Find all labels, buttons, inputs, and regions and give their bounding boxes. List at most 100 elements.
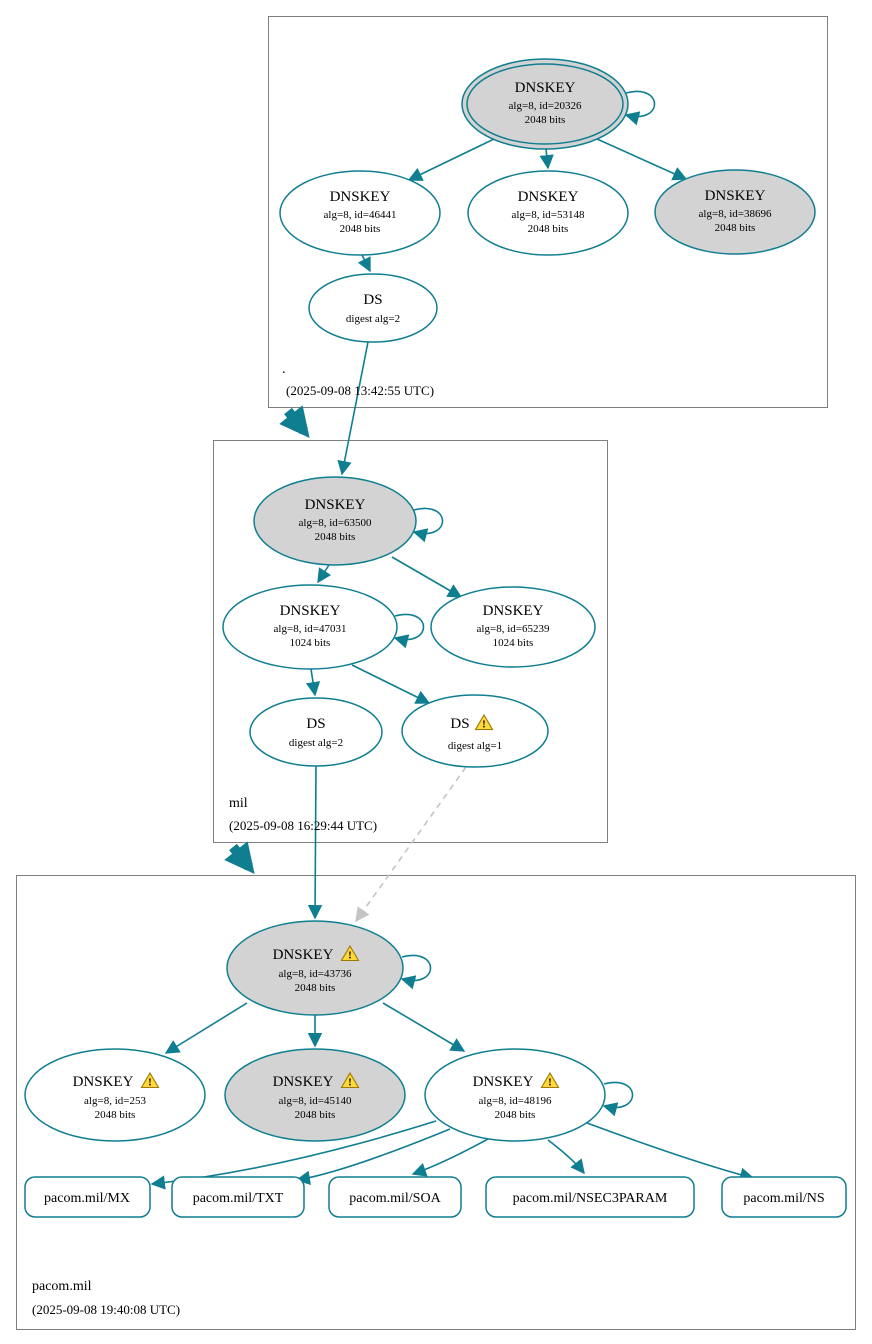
- edge-key48196-to-ns: [586, 1122, 755, 1182]
- node-mil-ds-alg1: DS digest alg=1: [401, 694, 549, 768]
- node-mil-dnskey-65239: DNSKEY alg=8, id=65239 1024 bits: [430, 586, 596, 668]
- node-root-dnskey-46441: DNSKEY alg=8, id=46441 2048 bits: [279, 170, 441, 256]
- edge-mil-zsk-to-ds1: [351, 664, 431, 704]
- edge-mil-ksk-to-zsk-65239: [391, 556, 463, 598]
- node-detail: 2048 bits: [295, 1109, 336, 1121]
- zone-timestamp-mil: (2025-09-08 16:29:44 UTC): [229, 818, 377, 833]
- node-ellipse: [401, 694, 549, 768]
- node-detail: digest alg=2: [289, 737, 343, 749]
- record-node-pacom-soa: pacom.mil/SOA: [328, 1176, 462, 1218]
- zone-label-mil: mil: [229, 796, 248, 811]
- node-mil-ds-alg2: DS digest alg=2: [249, 697, 383, 767]
- edge-root-ksk-to-zsk-53148: [539, 148, 554, 170]
- record-box: [485, 1176, 695, 1218]
- edge-pacom-ksk-to-key-48196: [382, 1002, 466, 1052]
- node-title: DNSKEY: [273, 947, 334, 963]
- selfloop-mil-ksk-63500: [412, 507, 444, 543]
- node-ellipse: [654, 169, 816, 255]
- zone-box-root: [268, 16, 828, 408]
- zone-timestamp-root: (2025-09-08 13:42:55 UTC): [286, 383, 434, 398]
- node-title: DNSKEY: [280, 603, 341, 619]
- node-ellipse: [249, 697, 383, 767]
- node-ellipse: [467, 170, 629, 256]
- node-title: DNSKEY: [473, 1074, 534, 1090]
- selfloop-pacom-ksk-43736: [400, 954, 432, 990]
- node-root-ds: DS digest alg=2: [308, 273, 438, 343]
- edge-key48196-to-txt: [295, 1128, 451, 1185]
- edge-root-ds-to-mil-ksk: [337, 341, 369, 476]
- node-ellipse: [430, 586, 596, 668]
- selfloop-mil-zsk-47031: [393, 613, 425, 649]
- selfloop-root-ksk-20326: [624, 90, 656, 126]
- record-node-pacom-txt: pacom.mil/TXT: [171, 1176, 305, 1218]
- node-title: DS: [450, 716, 469, 732]
- node-mil-dnskey-63500: DNSKEY alg=8, id=63500 2048 bits: [253, 476, 417, 566]
- node-detail: alg=8, id=47031: [274, 623, 347, 635]
- record-label: pacom.mil/TXT: [193, 1191, 284, 1206]
- edge-key48196-to-nsec3param: [547, 1139, 585, 1175]
- node-detail: 2048 bits: [95, 1109, 136, 1121]
- record-box: [24, 1176, 151, 1218]
- node-detail: alg=8, id=53148: [512, 209, 585, 221]
- node-detail: alg=8, id=48196: [479, 1095, 552, 1107]
- node-ellipse: [24, 1048, 206, 1142]
- node-detail: 2048 bits: [340, 223, 381, 235]
- node-ellipse-inner: [466, 63, 624, 145]
- record-node-pacom-mx: pacom.mil/MX: [24, 1176, 151, 1218]
- node-detail: 1024 bits: [290, 637, 331, 649]
- node-pacom-dnskey-48196: DNSKEY alg=8, id=48196 2048 bits: [424, 1048, 606, 1142]
- node-mil-dnskey-47031: DNSKEY alg=8, id=47031 1024 bits: [222, 584, 398, 670]
- node-detail: alg=8, id=38696: [699, 208, 772, 220]
- node-detail: alg=8, id=253: [84, 1095, 146, 1107]
- zone-box-mil: [213, 440, 608, 843]
- node-pacom-dnskey-43736: DNSKEY alg=8, id=43736 2048 bits: [226, 920, 404, 1016]
- record-label: pacom.mil/SOA: [349, 1191, 441, 1206]
- node-detail: alg=8, id=45140: [279, 1095, 352, 1107]
- zone-box-pacom-mil: [16, 875, 856, 1330]
- node-detail: alg=8, id=20326: [509, 100, 582, 112]
- node-title: DNSKEY: [330, 189, 391, 205]
- node-root-dnskey-20326: DNSKEY alg=8, id=20326 2048 bits: [461, 58, 629, 150]
- node-title: DNSKEY: [273, 1074, 334, 1090]
- node-detail: 2048 bits: [715, 222, 756, 234]
- edge-key48196-to-soa: [411, 1138, 489, 1177]
- node-detail: 2048 bits: [495, 1109, 536, 1121]
- node-detail: 1024 bits: [493, 637, 534, 649]
- edge-mil-ksk-to-zsk-47031: [317, 564, 332, 584]
- record-label: pacom.mil/NS: [743, 1191, 824, 1206]
- edge-root-ksk-to-ksk-38696: [596, 138, 688, 181]
- node-detail: 2048 bits: [525, 114, 566, 126]
- node-title: DNSKEY: [705, 188, 766, 204]
- node-root-dnskey-53148: DNSKEY alg=8, id=53148 2048 bits: [467, 170, 629, 256]
- node-detail: alg=8, id=43736: [279, 968, 352, 980]
- edge-root-ksk-to-zsk-46441: [407, 138, 495, 181]
- node-title: DS: [363, 292, 382, 308]
- node-detail: alg=8, id=46441: [324, 209, 397, 221]
- zone-timestamp-pacom: (2025-09-08 19:40:08 UTC): [32, 1302, 180, 1317]
- record-node-pacom-ns: pacom.mil/NS: [721, 1176, 847, 1218]
- node-title: DNSKEY: [483, 603, 544, 619]
- node-detail: digest alg=2: [346, 313, 400, 325]
- node-title: DNSKEY: [73, 1074, 134, 1090]
- record-node-pacom-nsec3param: pacom.mil/NSEC3PARAM: [485, 1176, 695, 1218]
- record-box: [721, 1176, 847, 1218]
- node-ellipse: [222, 584, 398, 670]
- node-detail: 2048 bits: [528, 223, 569, 235]
- record-label: pacom.mil/NSEC3PARAM: [513, 1191, 668, 1206]
- node-detail: alg=8, id=65239: [477, 623, 550, 635]
- node-ellipse: [279, 170, 441, 256]
- delegation-arrow-mil-to-pacom: [224, 841, 255, 875]
- node-ellipse: [308, 273, 438, 343]
- node-detail: alg=8, id=63500: [299, 517, 372, 529]
- node-title: DNSKEY: [518, 189, 579, 205]
- node-ellipse: [253, 476, 417, 566]
- node-detail: 2048 bits: [295, 982, 336, 994]
- edge-pacom-ksk-to-key-253: [164, 1002, 248, 1054]
- node-ellipse: [226, 920, 404, 1016]
- zone-label-pacom: pacom.mil: [32, 1279, 92, 1294]
- selfloop-pacom-key-48196: [602, 1081, 634, 1117]
- node-ellipse: [224, 1048, 406, 1142]
- node-detail: digest alg=1: [448, 740, 502, 752]
- record-label: pacom.mil/MX: [44, 1191, 130, 1206]
- node-pacom-dnskey-253: DNSKEY alg=8, id=253 2048 bits: [24, 1048, 206, 1142]
